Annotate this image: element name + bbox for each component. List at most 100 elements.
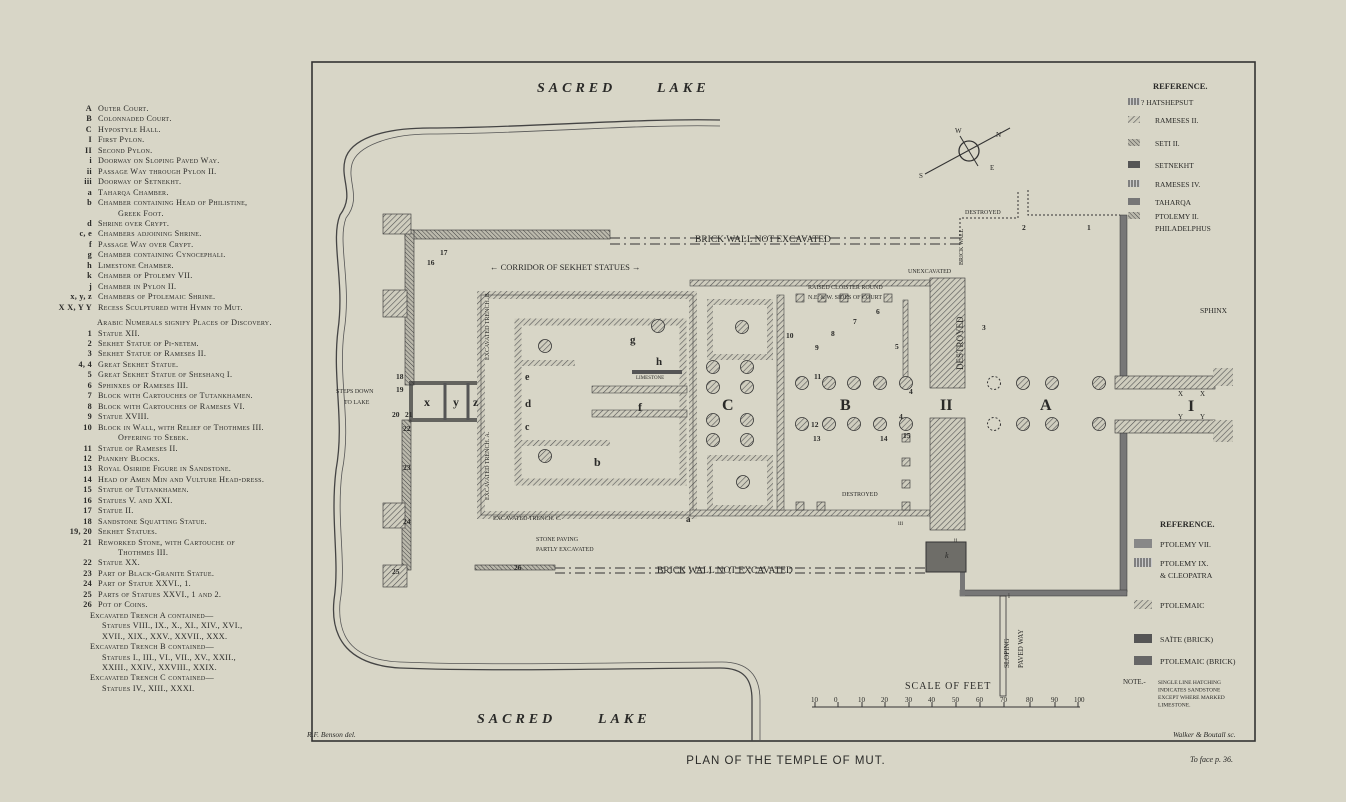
map-label-cloister-2: N.E. & W. SIDES OF COURT (808, 295, 882, 301)
map-label-destroyed-court: DESTROYED (842, 492, 878, 498)
legend-row: g Chamber containing Cynocephali. (40, 250, 302, 260)
map-label-g: g (630, 334, 636, 346)
map-label-sacred-bottom: SACRED (477, 712, 556, 727)
temple-buildings (477, 277, 1233, 697)
reference-item: PTOLEMY VII. (1160, 540, 1211, 549)
map-label-n1: 1 (1087, 223, 1091, 232)
column (1092, 376, 1106, 390)
map-label-n13: 13 (813, 434, 821, 443)
column (822, 376, 836, 390)
map-label-ii: ii (954, 538, 958, 544)
map-label-trench-b: EXCAVATED TRENCH. B. (485, 291, 491, 360)
map-label-sacred-top: SACRED (537, 81, 616, 96)
column (847, 417, 861, 431)
legend-description: Chamber in Pylon II. (98, 281, 177, 291)
column (1092, 417, 1106, 431)
map-label-ii: II (940, 397, 952, 414)
reference-item: SETNEKHT (1155, 161, 1194, 170)
sacred-lake-shore (332, 119, 753, 741)
legend-description: Statues V. and XXI. (98, 495, 173, 505)
legend-key-label: b (87, 198, 92, 208)
pillar (839, 293, 849, 303)
map-label-sloping-2: PAVED WAY (1017, 629, 1025, 668)
column (1016, 417, 1030, 431)
destroyed-column (987, 417, 1001, 431)
compass-rose-icon (924, 127, 1011, 175)
pillar (901, 457, 911, 467)
legend-description: Statue XVIII. (98, 412, 150, 422)
pillar (901, 501, 911, 511)
map-label-i: I (1188, 398, 1194, 415)
reference-item: PHILADELPHUS (1155, 224, 1211, 233)
pillar (795, 293, 805, 303)
legend-key-label: g (87, 250, 92, 260)
column (899, 376, 913, 390)
map-label-iii: iii (898, 521, 903, 527)
column (1016, 376, 1030, 390)
numerals-note: Arabic Numerals signify Places of Discov… (97, 318, 272, 328)
map-label-n24: 24 (403, 517, 411, 526)
column (651, 319, 665, 333)
reference-bottom: REFERENCE.PTOLEMY VII.PTOLEMY IX.& CLEOP… (1123, 519, 1236, 709)
legend-key-label: 16 (83, 495, 92, 505)
reference-item: PTOLEMY II. (1155, 212, 1199, 221)
column (847, 376, 861, 390)
pillar (901, 433, 911, 443)
legend-description: Parts of Statues XXVI., 1 and 2. (98, 589, 222, 599)
legend-description: Chamber containing Cynocephali. (98, 250, 226, 260)
legend-description: Passage Way through Pylon II. (98, 166, 217, 176)
reference-item: TAHARQA (1155, 198, 1192, 207)
reference-swatch (1134, 558, 1152, 567)
legend-key-label: iii (84, 177, 92, 187)
reference-item: SETI II. (1155, 139, 1180, 148)
reference-swatch (1128, 116, 1140, 123)
column (822, 417, 836, 431)
pillar (817, 293, 827, 303)
trench-statues: Statues VIII., IX., X., XI., XIV., XVI., (102, 621, 243, 631)
legend-description: Colonnaded Court. (98, 114, 172, 124)
column (740, 360, 754, 374)
legend-key-label: i (89, 156, 92, 166)
map-label-n23: 23 (403, 463, 411, 472)
map-label-paving-2: PARTLY EXCAVATED (536, 547, 594, 553)
map-label-c: c (525, 422, 530, 433)
map-label-n7: 7 (853, 317, 857, 326)
legend-key-label: 7 (87, 391, 92, 401)
legend-description: Sandstone Squatting Statue. (98, 516, 207, 526)
legend-key-label: 4, 4 (78, 359, 92, 369)
legend-key-label: d (87, 218, 92, 228)
map-label-cloister-1: RAISED CLOISTER ROUND (808, 285, 883, 291)
legend-key-label: 13 (83, 464, 92, 474)
map-label-lake-top: LAKE (656, 81, 710, 96)
credit-draftsman: R.F. Benson del. (306, 730, 356, 739)
map-label-n26: 26 (514, 563, 522, 572)
legend-description: Block in Wall, with Relief of Thothmes I… (98, 422, 264, 432)
map-label-d: d (525, 398, 531, 410)
note-line: EXCEPT WHERE MARKED (1158, 695, 1225, 701)
reference-title: REFERENCE. (1153, 81, 1208, 91)
legend-description: Reworked Stone, with Cartouche of (98, 537, 236, 547)
legend-key-label: c, e (79, 229, 92, 239)
legend-description: Statue II. (98, 506, 134, 516)
column (706, 360, 720, 374)
scale-tick-label: 30 (905, 696, 913, 704)
legend-key-label: 26 (83, 600, 92, 610)
legend-key-label: 14 (83, 474, 92, 484)
map-label-steps-1: STEPS DOWN (336, 389, 374, 395)
trench-statues: Statues IV., XIII., XXXI. (102, 683, 195, 693)
scale-title: SCALE OF FEET (905, 681, 991, 692)
legend-key-label: f (88, 239, 92, 249)
legend-description-cont: Thothmes III. (118, 548, 169, 558)
legend-description: First Pylon. (98, 135, 145, 145)
map-label-destroyed-pylon: DESTROYED (955, 316, 965, 370)
